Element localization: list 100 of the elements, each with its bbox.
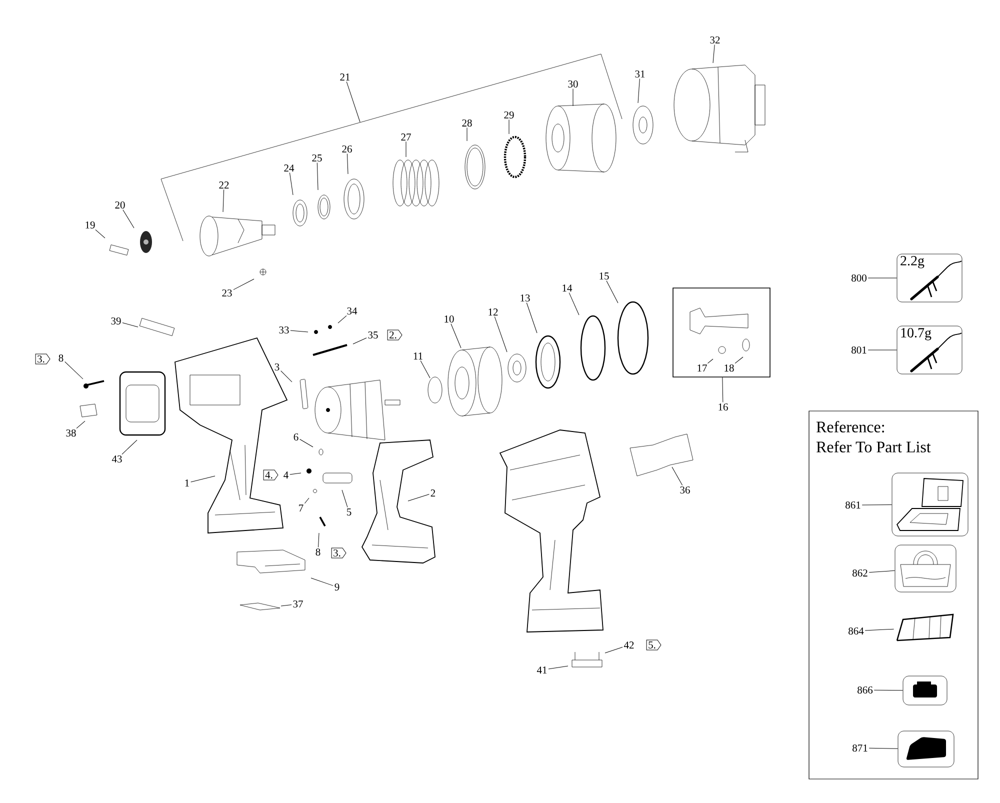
tool-bag-picture: [894, 544, 956, 592]
callout-number: 12: [488, 308, 498, 316]
note-tag: 5.: [646, 640, 662, 650]
callout-number: 4: [284, 472, 288, 478]
note-tag: 4.: [263, 470, 278, 480]
leader-line: [122, 322, 138, 328]
leader-line: [190, 476, 216, 482]
callout-number: 31: [635, 70, 645, 78]
leader-line: [862, 504, 892, 506]
callout-number: 35: [368, 331, 378, 339]
leader-line: [420, 360, 430, 378]
callout-number: 33: [279, 326, 289, 334]
callout-number: 36: [680, 486, 690, 494]
callout-number: 38: [66, 429, 76, 437]
leader-line: [304, 498, 310, 504]
callout-number: 42: [624, 642, 634, 648]
leader-line: [722, 377, 724, 403]
callout-number: 8: [316, 548, 320, 556]
leader-line: [338, 315, 347, 324]
callout-number: 22: [219, 182, 229, 188]
callout-number: 37: [293, 600, 303, 608]
callout-number: 30: [568, 80, 578, 88]
leader-line: [233, 278, 254, 290]
leader-line: [280, 370, 292, 382]
callout-number: 3: [274, 363, 280, 371]
leader-line: [76, 420, 86, 429]
charger-picture: [898, 730, 954, 768]
callout-number: 34: [347, 307, 358, 315]
note-tag: 3.: [35, 354, 50, 364]
leader-line: [864, 628, 894, 631]
leader-line: [526, 302, 538, 334]
callout-number: 39: [111, 317, 121, 325]
callout-number: 21: [340, 74, 350, 80]
callout-number: 32: [710, 36, 720, 44]
leader-line: [874, 690, 904, 691]
leader-line: [672, 466, 683, 486]
callout-number: 7: [299, 504, 304, 512]
leader-line: [352, 338, 367, 344]
callout-number: 16: [718, 403, 728, 411]
callout-number: 9: [334, 583, 340, 591]
leader-line: [508, 119, 510, 134]
leader-line: [290, 330, 308, 332]
callout-number: 15: [600, 272, 609, 280]
callout-number: 14: [562, 284, 572, 292]
callout-number: 861: [846, 501, 860, 509]
callout-number: 5: [347, 508, 352, 516]
callout-number: 10: [444, 315, 454, 323]
leader-line: [300, 439, 314, 448]
callout-number: 871: [852, 744, 868, 752]
callout-number: 6: [294, 433, 298, 441]
callout-number: 28: [462, 119, 472, 127]
leader-line: [606, 280, 618, 304]
callout-number: 20: [115, 201, 125, 209]
leader-line: [466, 128, 468, 142]
carrying-case-picture: [892, 472, 968, 536]
organizer-picture: [896, 614, 954, 642]
callout-number: 26: [342, 145, 352, 153]
leader-line: [342, 490, 348, 508]
callout-number: 8: [58, 354, 64, 362]
leader-line: [707, 358, 714, 364]
leader-line: [572, 88, 574, 106]
inset-box: [672, 288, 770, 378]
leader-line: [289, 172, 294, 196]
leader-line: [122, 440, 138, 455]
callout-number: 25: [312, 154, 322, 162]
leader-line: [222, 189, 224, 212]
callout-number: 864: [848, 627, 864, 635]
callout-number: 11: [414, 352, 422, 360]
leader-line: [548, 666, 568, 670]
callout-number: 27: [401, 134, 411, 140]
leader-line: [346, 81, 360, 122]
battery-picture: [902, 676, 948, 706]
leader-line: [346, 153, 348, 174]
leader-line: [95, 229, 106, 238]
leader-line: [868, 748, 898, 749]
leader-line: [310, 578, 334, 586]
grease-tube-picture: 2.2g: [896, 254, 962, 302]
callout-number: 2: [430, 490, 436, 496]
note-tag: 2.: [387, 330, 402, 340]
callout-number: 19: [86, 221, 95, 229]
leader-line: [318, 532, 320, 548]
leader-line: [64, 361, 84, 380]
leader-line: [638, 78, 640, 104]
leader-line: [712, 44, 715, 64]
leader-line: [408, 494, 430, 502]
callout-number: 801: [852, 346, 866, 354]
leader-line: [868, 570, 896, 573]
callout-number: 17: [698, 364, 707, 372]
leader-line: [450, 324, 462, 348]
callout-number: 800: [852, 274, 866, 282]
leader-line: [734, 356, 744, 364]
callout-number: 24: [284, 164, 294, 172]
callout-number: 1: [185, 480, 189, 486]
callout-number: 41: [536, 666, 547, 674]
leader-line: [280, 604, 292, 606]
leader-line: [122, 210, 134, 228]
leader-line: [316, 162, 318, 190]
callout-number: 13: [520, 294, 530, 302]
callout-number: 23: [222, 289, 232, 297]
grease-tube-picture: 10.7g: [896, 326, 962, 374]
